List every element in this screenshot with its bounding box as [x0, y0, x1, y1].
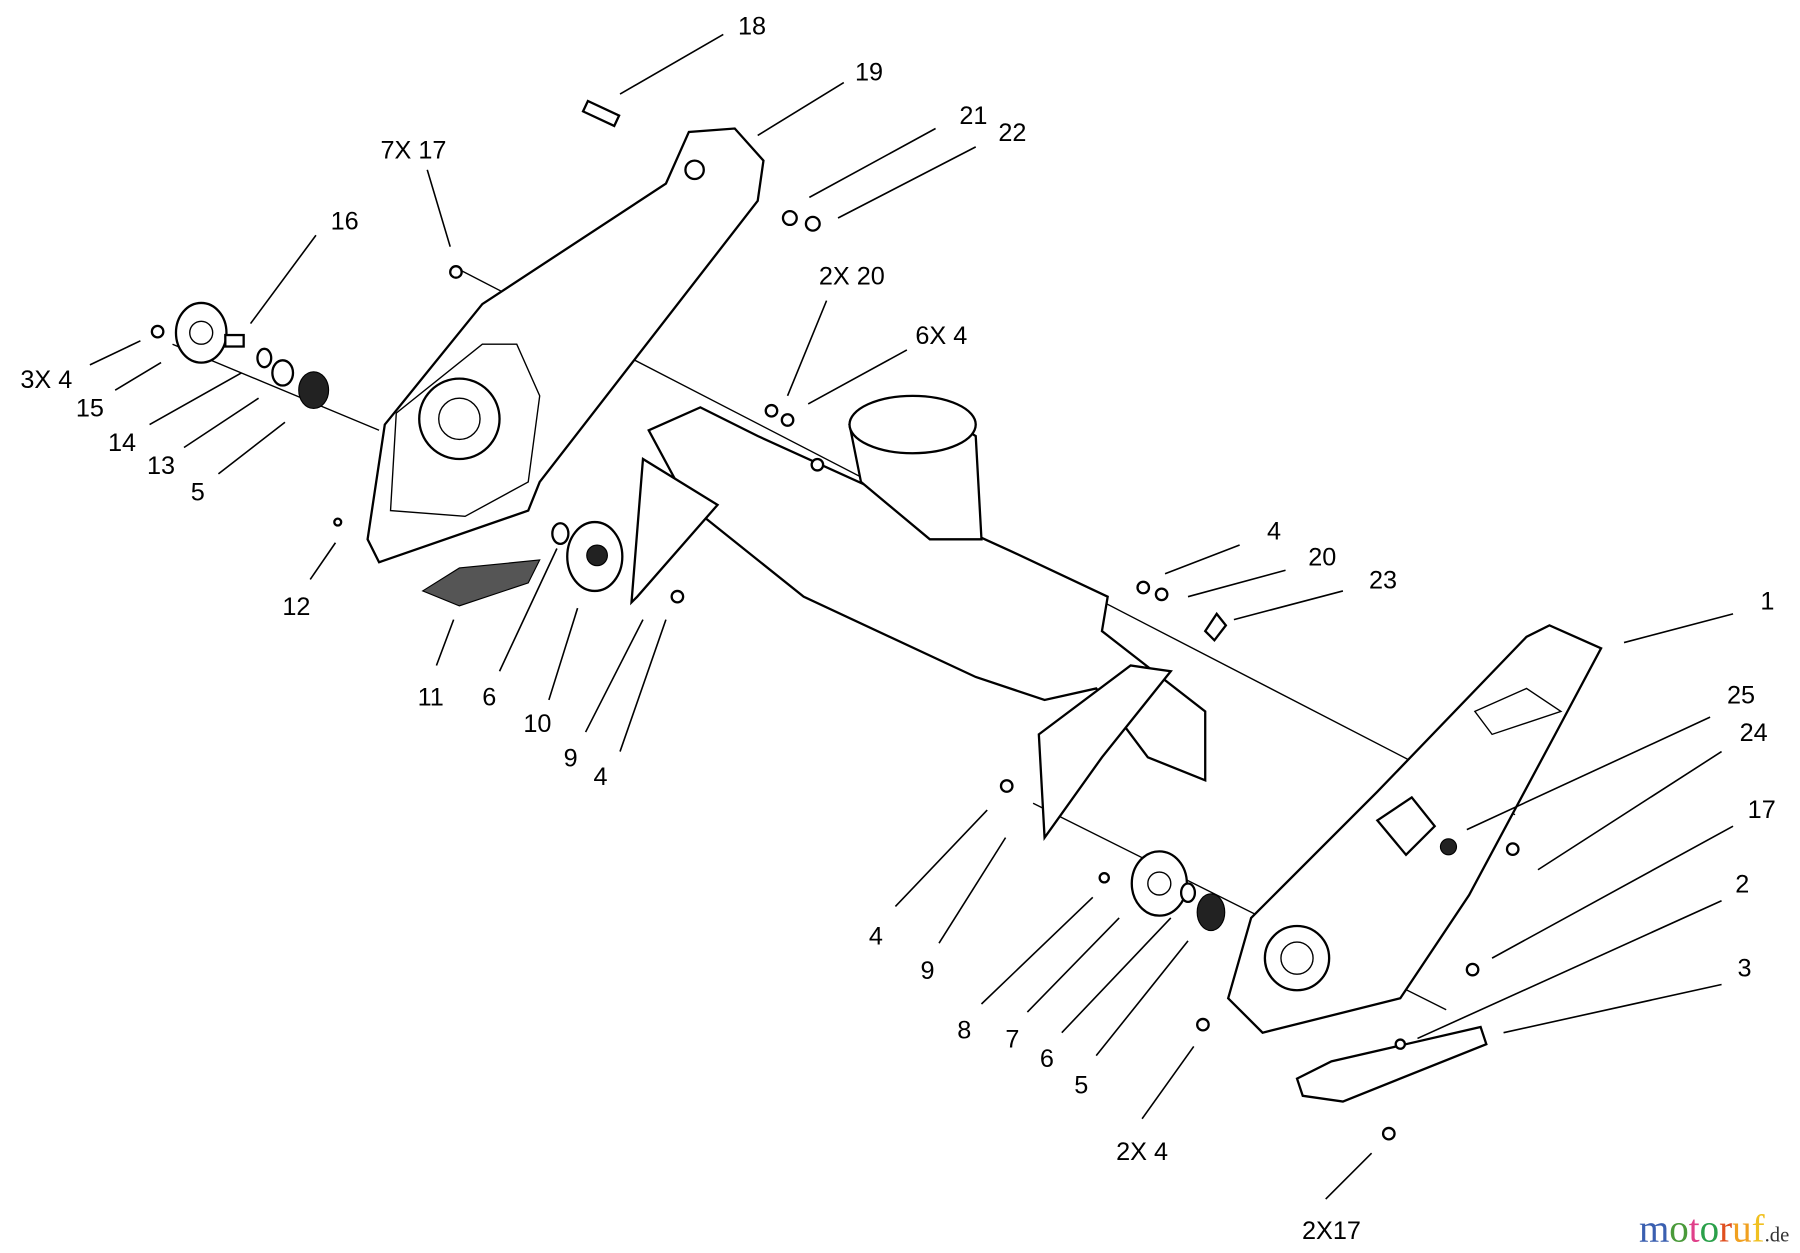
leader-line [1187, 569, 1286, 598]
leader-line [1233, 590, 1344, 621]
leader-line [498, 548, 558, 672]
callout-4: 4 [869, 922, 883, 950]
leader-line [619, 619, 667, 752]
leader-line [894, 809, 988, 908]
callout-14: 14 [108, 429, 136, 457]
leader-line [1325, 1152, 1373, 1200]
leader-line [89, 340, 141, 366]
callout-2x4: 2X 4 [1116, 1138, 1168, 1166]
callout-22: 22 [998, 119, 1026, 147]
leader-line [837, 146, 977, 219]
leader-line [435, 619, 455, 666]
callout-9: 9 [564, 744, 578, 772]
callout-5: 5 [1074, 1072, 1088, 1100]
callout-19: 19 [855, 58, 883, 86]
leader-line [426, 169, 451, 247]
callout-6: 6 [482, 684, 496, 712]
callout-25: 25 [1727, 681, 1755, 709]
callout-13: 13 [147, 452, 175, 480]
leader-line [183, 397, 260, 449]
leader-line [786, 300, 828, 397]
leader-line [149, 372, 242, 426]
callout-2: 2 [1735, 871, 1749, 899]
callout-2x20: 2X 20 [819, 263, 885, 291]
leader-line [548, 607, 579, 701]
left-side-housing [366, 127, 765, 564]
leader-line [217, 421, 286, 475]
callout-7x17: 7X 17 [381, 136, 447, 164]
leader-line [1141, 1045, 1195, 1120]
bearings-and-hardware [150, 99, 1520, 1141]
callout-3x4: 3X 4 [20, 366, 72, 394]
leader-line [1466, 716, 1711, 831]
callout-21: 21 [959, 102, 987, 130]
leader-line [1026, 917, 1120, 1013]
leader-line [114, 361, 162, 391]
callout-17: 17 [1748, 796, 1776, 824]
callout-4: 4 [1267, 517, 1281, 545]
callout-5: 5 [191, 478, 205, 506]
leader-line [249, 234, 317, 325]
leader-line [938, 837, 1007, 944]
right-side-housing [1226, 624, 1603, 1034]
callout-2x17: 2X17 [1302, 1217, 1361, 1245]
leader-line [1417, 900, 1722, 1040]
callout-23: 23 [1369, 567, 1397, 595]
callout-7: 7 [1005, 1026, 1019, 1054]
watermark-logo: motoruf.de [1639, 1208, 1789, 1251]
leader-line [584, 619, 644, 733]
leader-line [309, 542, 337, 580]
callout-16: 16 [331, 207, 359, 235]
callout-6x4: 6X 4 [915, 322, 967, 350]
leader-line [619, 33, 724, 95]
leader-line [807, 349, 908, 405]
callout-18: 18 [738, 12, 766, 40]
callout-12: 12 [282, 593, 310, 621]
callout-6: 6 [1040, 1045, 1054, 1073]
callout-8: 8 [957, 1016, 971, 1044]
skid-shoe-left [421, 559, 541, 607]
auger-housing [630, 394, 1207, 841]
callout-15: 15 [76, 395, 104, 423]
leader-line [1491, 825, 1734, 959]
leader-line [1623, 613, 1734, 644]
callout-4: 4 [593, 763, 607, 791]
leader-line [757, 81, 845, 137]
leader-line [1095, 940, 1189, 1057]
callout-1: 1 [1760, 587, 1774, 615]
callout-9: 9 [921, 957, 935, 985]
callout-11: 11 [418, 684, 444, 712]
leader-line [980, 896, 1094, 1005]
callout-3: 3 [1737, 954, 1751, 982]
callout-24: 24 [1740, 719, 1768, 747]
svg-text:motoruf.de: motoruf.de [1639, 1208, 1789, 1251]
callout-10: 10 [523, 710, 551, 738]
leader-line [1503, 983, 1722, 1034]
leader-line [1537, 750, 1722, 871]
skid-shoe-right [1295, 1025, 1488, 1103]
callout-20: 20 [1308, 544, 1336, 572]
leader-line [808, 127, 936, 199]
leader-line [1061, 917, 1172, 1034]
leader-line [1164, 544, 1240, 575]
